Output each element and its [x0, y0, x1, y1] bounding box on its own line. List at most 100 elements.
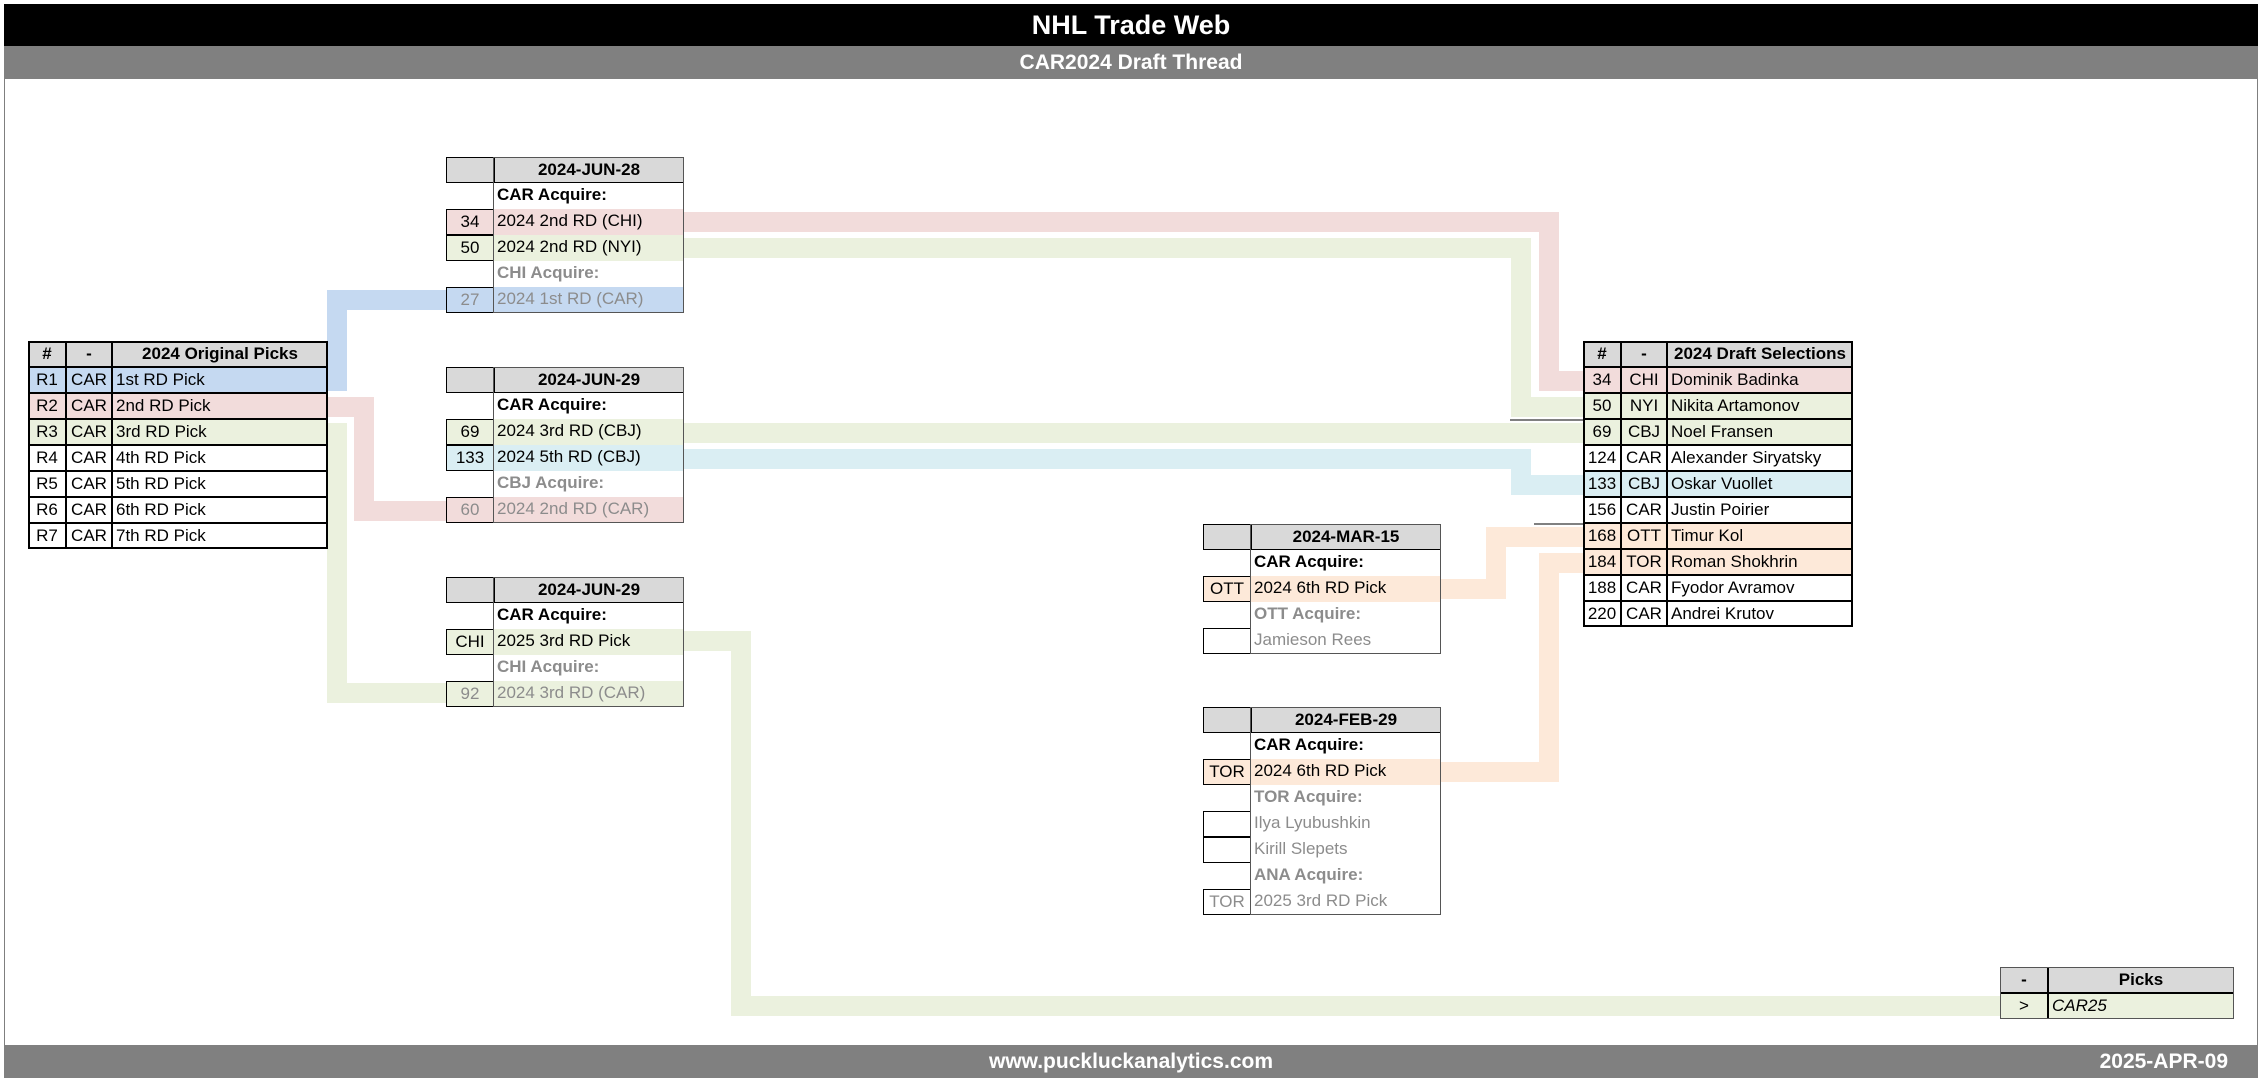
draft-selection-cell: Alexander Siryatsky: [1667, 445, 1853, 471]
trade-2024-jun-28-item-name: 2024 2nd RD (NYI): [494, 235, 684, 261]
original-picks-header: 2024 Original Picks: [112, 341, 328, 367]
trade-2024-jun-29-a-date: 2024-JUN-29: [494, 367, 684, 393]
draft-selections-header: #: [1583, 341, 1621, 367]
trade-2024-jun-29-b-acquire-label: CAR Acquire:: [497, 605, 607, 624]
trade-2024-feb-29-item-id: TOR: [1203, 759, 1251, 785]
footer-date: 2025-APR-09: [2099, 1050, 2228, 1073]
draft-selection-cell: Nikita Artamonov: [1667, 393, 1853, 419]
original-pick-cell: 1st RD Pick: [112, 367, 328, 393]
future-pick-marker: >: [2000, 993, 2048, 1019]
link-pick133-to-vuollet: [680, 449, 1583, 495]
trade-2024-jun-28-acquire-label: CAR Acquire:: [497, 185, 607, 204]
future-picks-header: -: [2000, 967, 2048, 993]
footer-bar: www.puckluckanalytics.com 2025-APR-09: [4, 1045, 2258, 1078]
trade-2024-jun-29-a-item-name: 2024 2nd RD (CAR): [494, 497, 684, 523]
original-pick-cell: R7: [28, 523, 66, 549]
trade-2024-feb-29-item-id: TOR: [1203, 889, 1251, 915]
trade-2024-feb-29-header-blank: [1203, 707, 1251, 733]
original-pick-cell: R5: [28, 471, 66, 497]
trade-2024-feb-29-item-id: [1203, 837, 1251, 863]
future-pick-name: CAR25: [2048, 993, 2234, 1019]
original-picks-header: -: [66, 341, 112, 367]
trade-2024-mar-15-item-id: OTT: [1203, 576, 1251, 602]
original-pick-cell: 3rd RD Pick: [112, 419, 328, 445]
draft-selection-cell: Justin Poirier: [1667, 497, 1853, 523]
original-pick-cell: CAR: [66, 393, 112, 419]
original-pick-cell: CAR: [66, 367, 112, 393]
trade-2024-jun-29-a-item-name: 2024 3rd RD (CBJ): [494, 419, 684, 445]
draft-selection-cell: CBJ: [1621, 471, 1667, 497]
original-pick-cell: R1: [28, 367, 66, 393]
draft-selection-cell: CAR: [1621, 575, 1667, 601]
draft-selection-cell: NYI: [1621, 393, 1667, 419]
trade-2024-jun-29-a-acquire-label: CBJ Acquire:: [497, 473, 605, 492]
trade-2024-jun-29-a-item-id: 60: [446, 497, 494, 523]
trade-2024-feb-29-item-name: 2025 3rd RD Pick: [1254, 891, 1388, 910]
original-pick-cell: CAR: [66, 523, 112, 549]
original-pick-cell: 5th RD Pick: [112, 471, 328, 497]
draft-selection-cell: Oskar Vuollet: [1667, 471, 1853, 497]
draft-selection-cell: Roman Shokhrin: [1667, 549, 1853, 575]
draft-selection-cell: 168: [1583, 523, 1621, 549]
draft-selections-header: 2024 Draft Selections: [1667, 341, 1853, 367]
draft-selection-cell: CBJ: [1621, 419, 1667, 445]
original-pick-cell: R4: [28, 445, 66, 471]
draft-selections-header: -: [1621, 341, 1667, 367]
trade-2024-jun-29-b-item-id: 92: [446, 681, 494, 707]
trade-2024-feb-29-date: 2024-FEB-29: [1251, 707, 1441, 733]
trade-2024-jun-28-header-blank: [446, 157, 494, 183]
trade-2024-feb-29-item-name: Ilya Lyubushkin: [1254, 813, 1371, 832]
draft-selection-cell: Timur Kol: [1667, 523, 1853, 549]
trade-2024-mar-15-header-blank: [1203, 524, 1251, 550]
original-pick-cell: CAR: [66, 419, 112, 445]
draft-selection-cell: 188: [1583, 575, 1621, 601]
draft-selection-cell: 184: [1583, 549, 1621, 575]
page-subtitle: CAR2024 Draft Thread: [4, 46, 2258, 79]
original-pick-cell: R2: [28, 393, 66, 419]
link-ott6th-to-kol: [1439, 527, 1583, 599]
draft-selection-cell: 124: [1583, 445, 1621, 471]
trade-2024-jun-28-acquire-label: CHI Acquire:: [497, 263, 600, 282]
draft-selection-cell: Andrei Krutov: [1667, 601, 1853, 627]
draft-selection-cell: 34: [1583, 367, 1621, 393]
trade-2024-jun-28-item-name: 2024 2nd RD (CHI): [494, 209, 684, 235]
link-tor6th-to-shokhrin: [1439, 553, 1583, 782]
trade-2024-jun-28-item-id: 27: [446, 287, 494, 313]
trade-2024-jun-29-b-item-name: 2025 3rd RD Pick: [494, 629, 684, 655]
trade-2024-feb-29-acquire-label: CAR Acquire:: [1254, 735, 1364, 754]
original-pick-cell: CAR: [66, 445, 112, 471]
trade-2024-feb-29-item-id: [1203, 811, 1251, 837]
link-pick50-to-artamonov: [680, 238, 1583, 417]
draft-selection-cell: 220: [1583, 601, 1621, 627]
trade-2024-jun-28-item-id: 50: [446, 235, 494, 261]
trade-2024-mar-15-acquire-label: CAR Acquire:: [1254, 552, 1364, 571]
original-pick-cell: R3: [28, 419, 66, 445]
trade-2024-jun-29-a-item-id: 69: [446, 419, 494, 445]
trade-2024-jun-29-a-header-blank: [446, 367, 494, 393]
trade-2024-feb-29-acquire-label: TOR Acquire:: [1254, 787, 1363, 806]
trade-2024-jun-29-b-acquire-label: CHI Acquire:: [497, 657, 600, 676]
draft-selection-cell: 50: [1583, 393, 1621, 419]
original-pick-cell: 4th RD Pick: [112, 445, 328, 471]
trade-2024-mar-15-item-id: [1203, 628, 1251, 654]
trade-2024-jun-29-b-item-name: 2024 3rd RD (CAR): [494, 681, 684, 707]
trade-2024-mar-15-acquire-label: OTT Acquire:: [1254, 604, 1362, 623]
footer-site: www.puckluckanalytics.com: [989, 1050, 1273, 1073]
trade-2024-jun-28-item-name: 2024 1st RD (CAR): [494, 287, 684, 313]
trade-2024-jun-29-b-header-blank: [446, 577, 494, 603]
trade-2024-jun-28-item-id: 34: [446, 209, 494, 235]
draft-selection-cell: Fyodor Avramov: [1667, 575, 1853, 601]
trade-2024-mar-15-item-name: 2024 6th RD Pick: [1251, 576, 1441, 602]
trade-2024-jun-29-b-item-id: CHI: [446, 629, 494, 655]
trade-2024-mar-15-item-name: Jamieson Rees: [1254, 630, 1372, 649]
link-chi2025-to-car25: [680, 631, 2000, 1016]
original-pick-cell: 7th RD Pick: [112, 523, 328, 549]
link-r2-to-pick60: [300, 397, 446, 521]
original-pick-cell: 2nd RD Pick: [112, 393, 328, 419]
draft-selection-cell: CHI: [1621, 367, 1667, 393]
trade-2024-feb-29-item-name: 2024 6th RD Pick: [1251, 759, 1441, 785]
trade-2024-jun-29-a-item-name: 2024 5th RD (CBJ): [494, 445, 684, 471]
draft-selection-cell: OTT: [1621, 523, 1667, 549]
trade-2024-jun-29-b-date: 2024-JUN-29: [494, 577, 684, 603]
